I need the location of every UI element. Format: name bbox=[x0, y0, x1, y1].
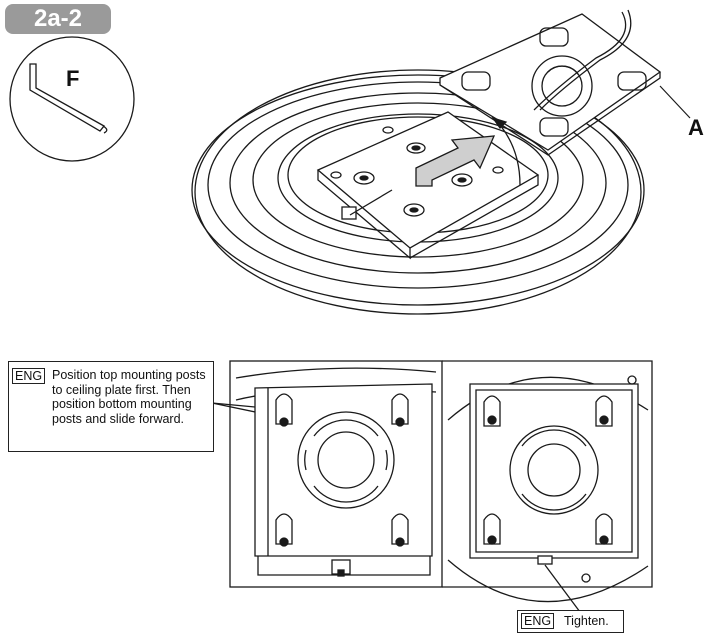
instruction-note-tighten: ENG Tighten. bbox=[517, 610, 624, 633]
tool-letter-label: F bbox=[66, 66, 80, 91]
detail-panel-left bbox=[229, 360, 443, 588]
part-a-label: A bbox=[688, 115, 704, 140]
language-tag: ENG bbox=[521, 613, 555, 629]
hex-key-tool-callout bbox=[9, 36, 135, 162]
light-fixture-body bbox=[191, 69, 645, 315]
instruction-text: Position top mounting posts to ceiling p… bbox=[52, 368, 206, 426]
supply-wire bbox=[539, 9, 632, 111]
detail-panel-right bbox=[442, 360, 653, 603]
step-badge: 2a-2 bbox=[5, 4, 111, 34]
instruction-text: Tighten. bbox=[564, 614, 609, 628]
language-tag: ENG bbox=[12, 368, 46, 384]
leader-line bbox=[544, 564, 581, 613]
slide-direction-arrow bbox=[415, 135, 496, 187]
ceiling-plate-a bbox=[439, 9, 691, 186]
instruction-note-position: ENG Position top mounting posts to ceili… bbox=[8, 361, 214, 452]
